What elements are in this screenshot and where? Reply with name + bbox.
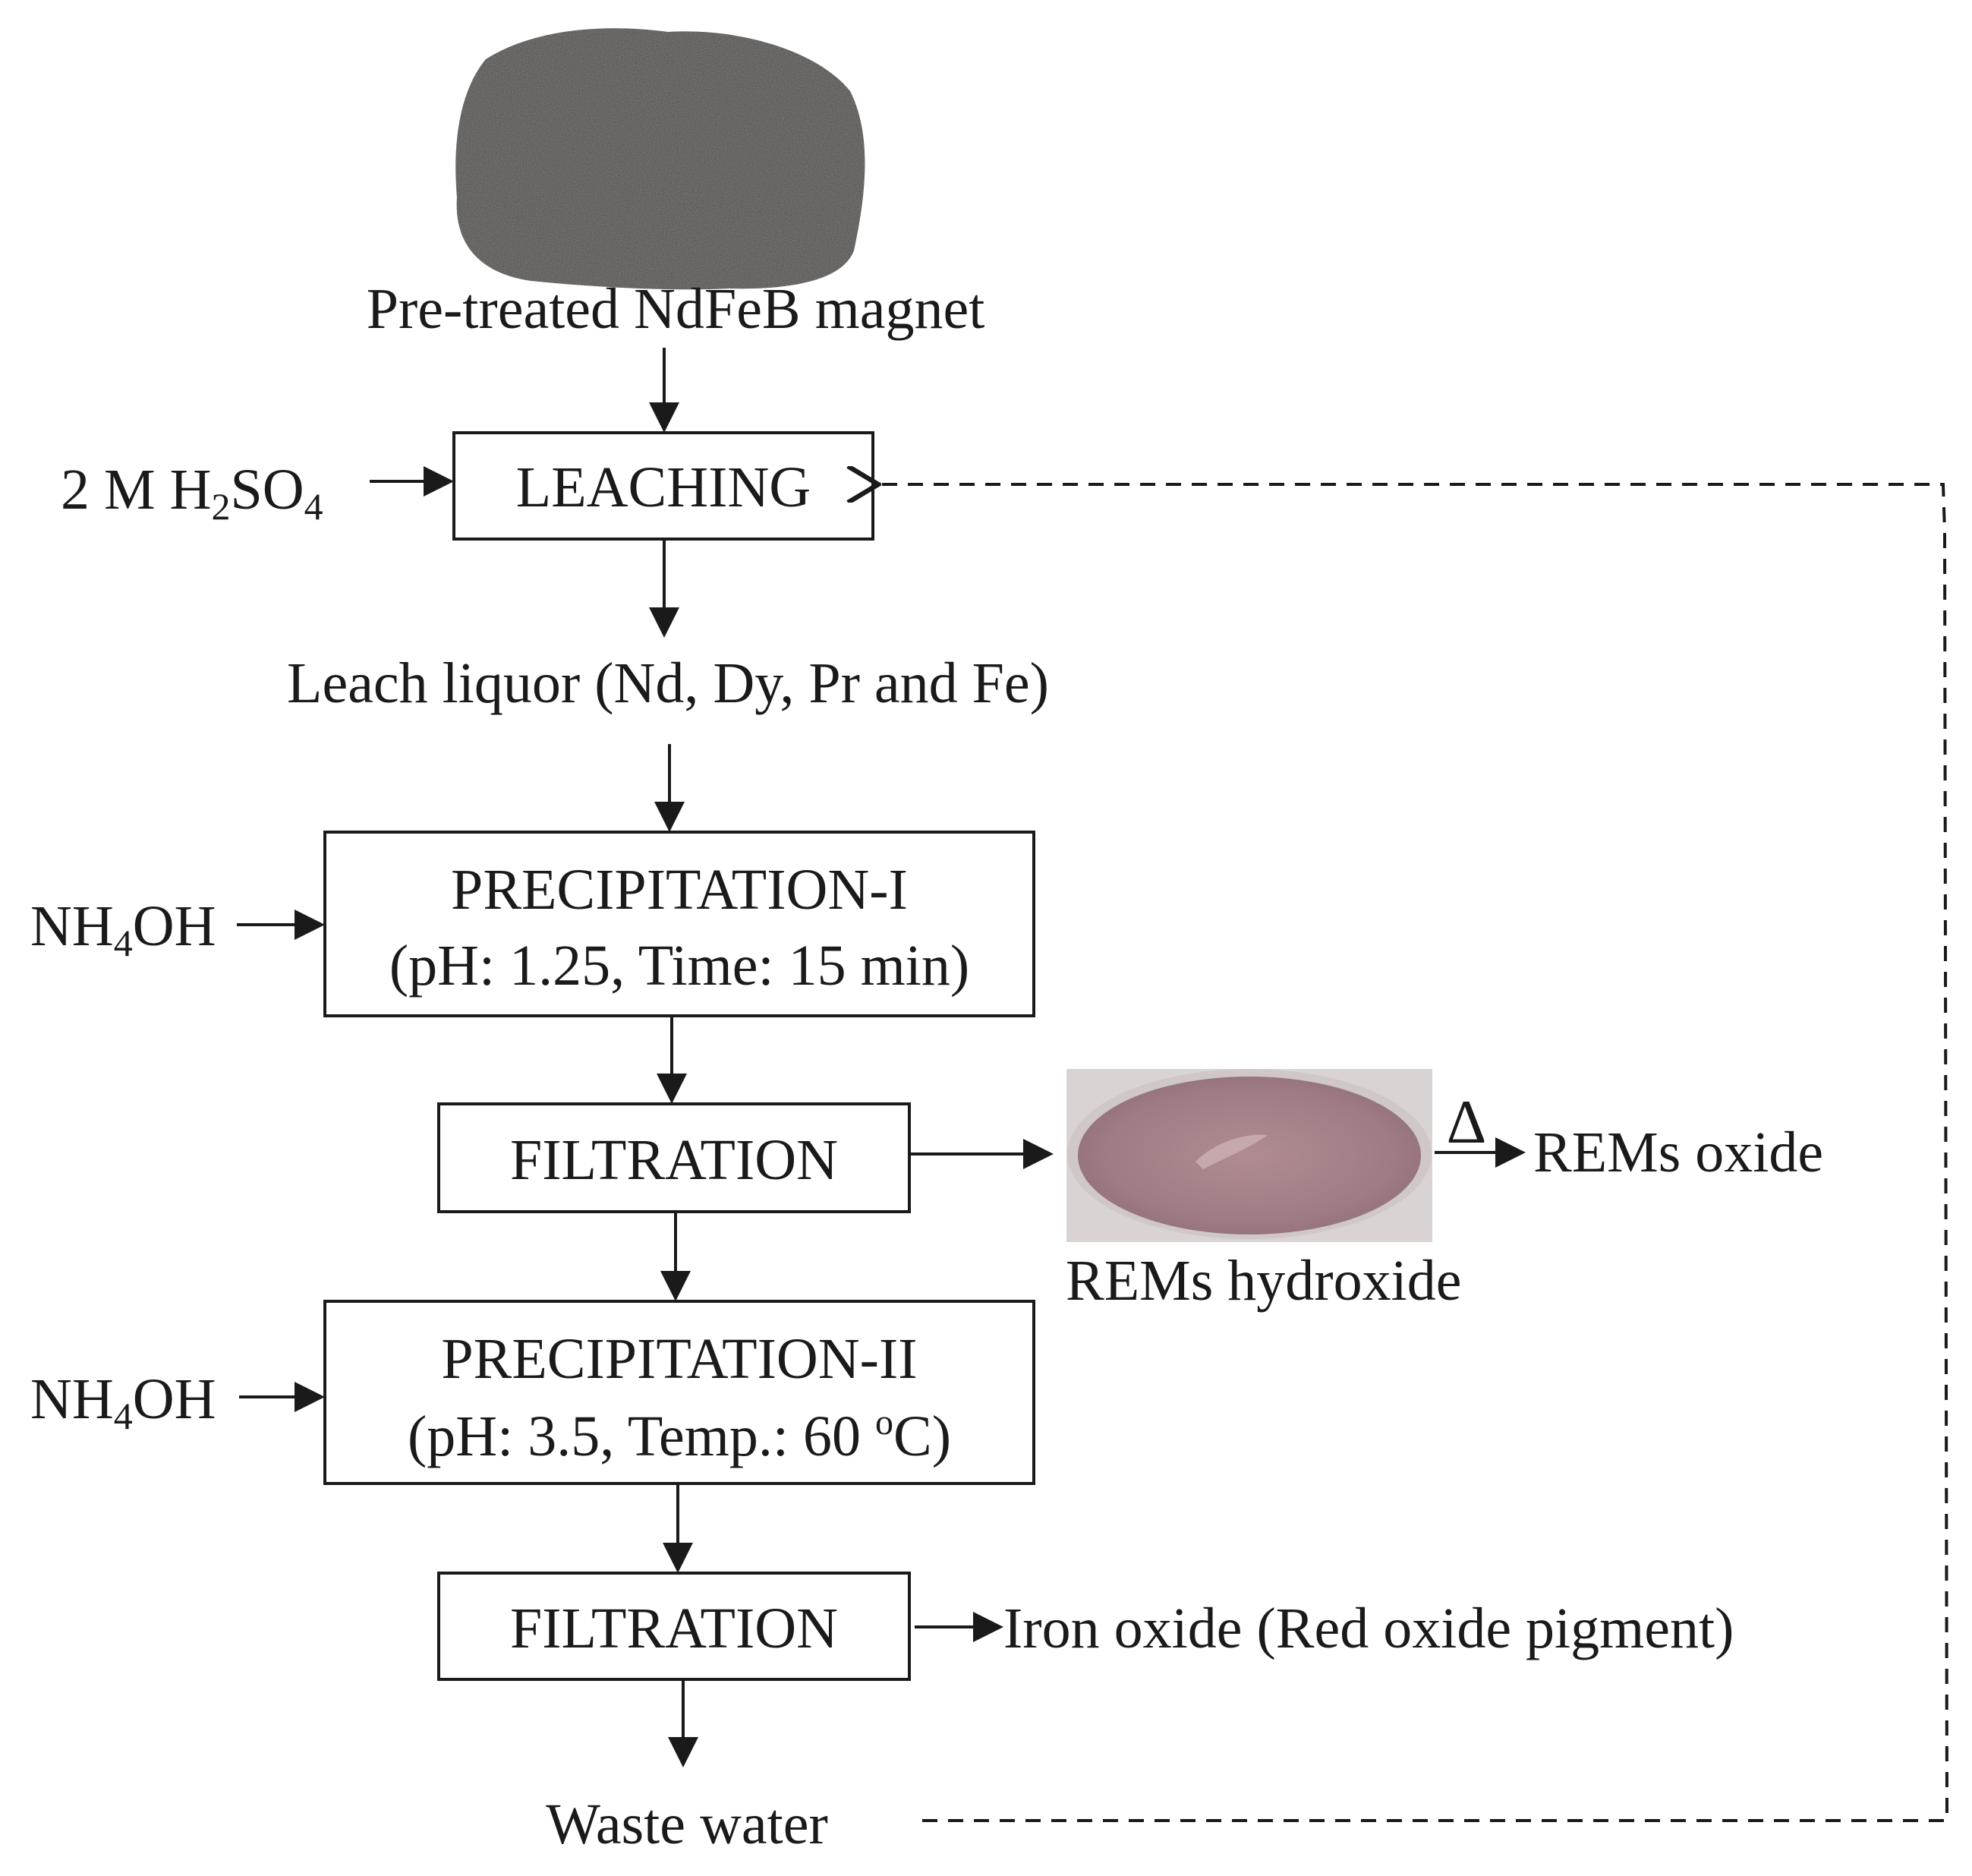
filtration-2-label: FILTRATION xyxy=(510,1597,838,1660)
precipitation-1-conditions: (pH: 1.25, Time: 15 min) xyxy=(389,934,969,998)
hydroxide-label: REMs hydroxide xyxy=(1066,1249,1461,1313)
iron-oxide-label: Iron oxide (Red oxide pigment) xyxy=(1003,1597,1734,1660)
leaching-reagent: 2 M H2SO4 xyxy=(61,458,323,528)
precipitation-2-box: PRECIPITATION-II (pH: 3.5, Temp.: 60 oC) xyxy=(323,1300,1035,1485)
hydroxide-photo xyxy=(1066,1069,1432,1242)
leaching-box-label: LEACHING xyxy=(516,456,811,519)
feed-label: Pre-treated NdFeB magnet xyxy=(367,277,985,341)
waste-water-label: Waste water xyxy=(546,1792,828,1856)
filtration-1-box: FILTRATION xyxy=(437,1102,911,1213)
recycle-loop-line xyxy=(878,484,1948,1822)
precipitation-2-title: PRECIPITATION-II xyxy=(441,1327,917,1391)
precipitation-2-conditions: (pH: 3.5, Temp.: 60 oC) xyxy=(408,1402,951,1468)
precipitation-1-box: PRECIPITATION-I (pH: 1.25, Time: 15 min) xyxy=(323,831,1035,1017)
filtration-2-box: FILTRATION xyxy=(437,1572,911,1681)
precipitation-1-title: PRECIPITATION-I xyxy=(451,858,908,922)
powder-photo xyxy=(455,28,865,290)
leach-liquor-label: Leach liquor (Nd, Dy, Pr and Fe) xyxy=(287,651,1049,715)
filtration-1-label: FILTRATION xyxy=(510,1128,838,1192)
leaching-box: LEACHING xyxy=(452,431,874,541)
heat-symbol: Δ xyxy=(1447,1087,1487,1156)
precipitation-2-reagent: NH4OH xyxy=(30,1367,216,1437)
precipitation-1-reagent: NH4OH xyxy=(30,894,216,964)
rems-oxide-label: REMs oxide xyxy=(1533,1121,1823,1184)
